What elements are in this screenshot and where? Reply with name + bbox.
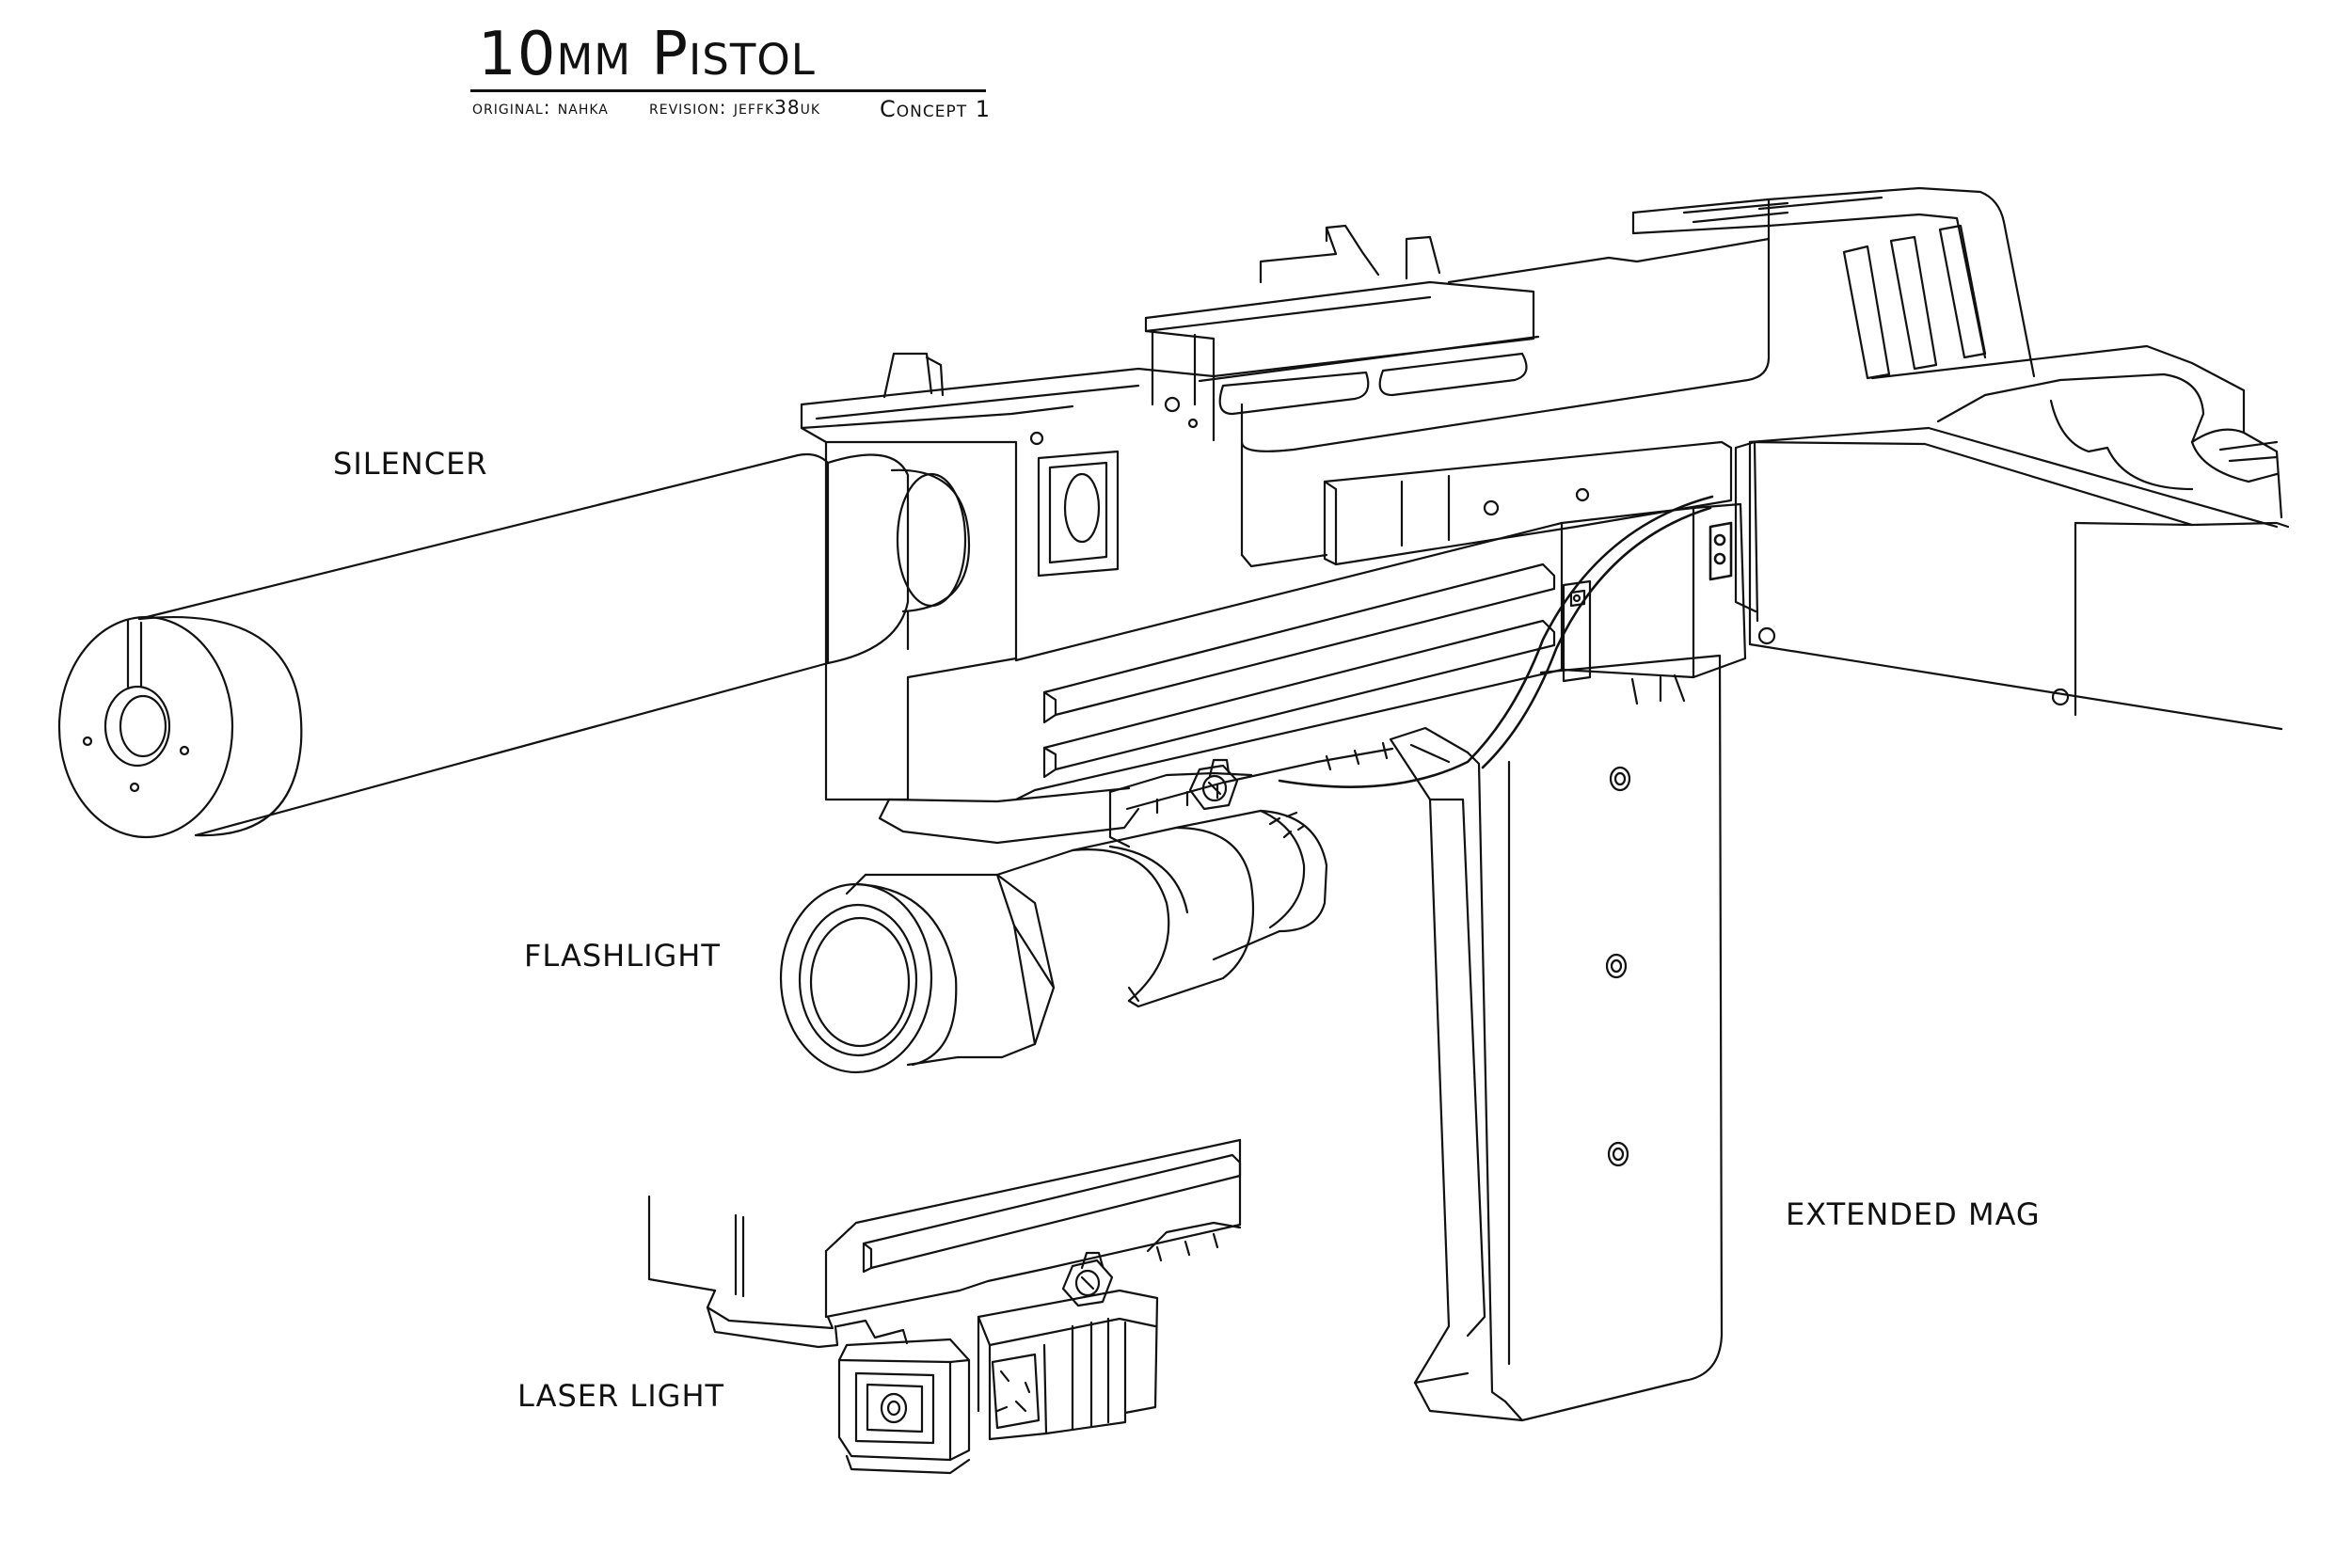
flashlight-label: FLASHLIGHT (524, 938, 721, 974)
cable (1279, 497, 1731, 787)
receiver-center (1242, 188, 2034, 566)
original-credit: original: nahka (472, 96, 609, 119)
laser-light-label: LASER LIGHT (517, 1378, 725, 1414)
extended-mag-label: EXTENDED MAG (1786, 1196, 2041, 1232)
silencer-drawing (59, 454, 969, 837)
receiver-front (802, 354, 1214, 800)
revision-credit: revision: jeffk38uk (649, 96, 821, 119)
sheet-title: 10mm Pistol (478, 20, 816, 89)
extended-magazine (1391, 656, 1722, 1420)
title-underline (470, 89, 986, 92)
top-rail (1146, 226, 1538, 414)
flashlight-drawing (781, 743, 1392, 1072)
concept-number: Concept 1 (880, 96, 992, 122)
lower-receiver (1016, 504, 1745, 800)
rear-stock (1736, 346, 2288, 729)
silencer-label: SILENCER (333, 446, 488, 482)
laser-light-drawing (649, 1140, 1240, 1473)
